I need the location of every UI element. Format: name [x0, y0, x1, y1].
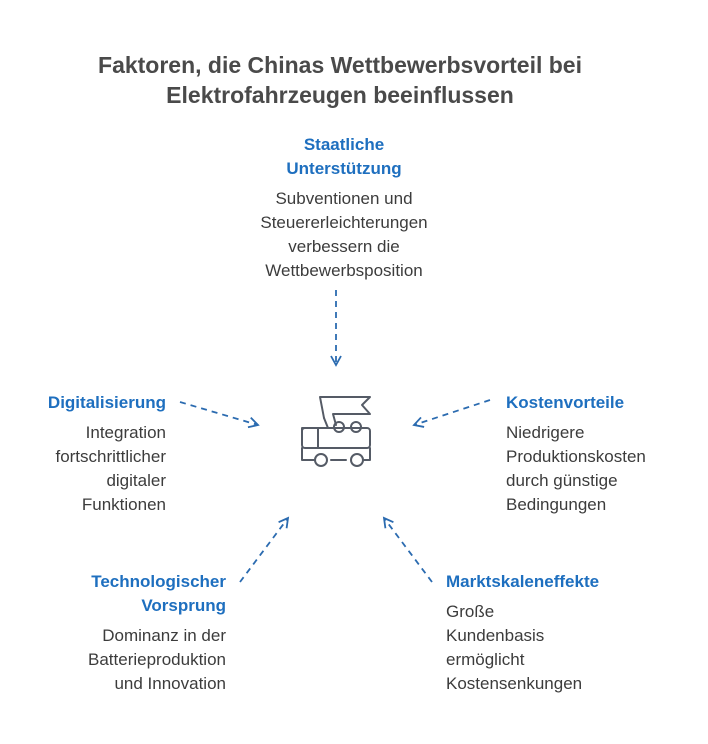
- factor-heading: Staatliche Unterstützung: [286, 135, 402, 178]
- title-line-1: Faktoren, die Chinas Wettbewerbsvorteil …: [98, 52, 582, 78]
- factor-description: Große Kundenbasis ermöglicht Kostensenku…: [446, 602, 583, 693]
- factor-technologischer-vorsprung: Technologischer Vorsprung Dominanz in de…: [30, 570, 226, 696]
- arrow-bottom-right: [382, 516, 433, 583]
- factor-heading: Marktskaleneffekte: [446, 572, 600, 591]
- factor-digitalisierung: Digitalisierung Integration fortschrittl…: [20, 391, 166, 517]
- factor-heading: Kostenvorteile: [506, 393, 625, 412]
- factor-description: Integration fortschrittlicher digitaler …: [55, 423, 166, 514]
- factor-marktskaleneffekte: Marktskaleneffekte Große Kundenbasis erm…: [446, 570, 666, 696]
- factor-heading: Technologischer Vorsprung: [91, 572, 226, 615]
- truck-icon: [301, 396, 371, 467]
- arrow-left: [179, 401, 260, 429]
- factor-heading: Digitalisierung: [47, 393, 166, 412]
- arrow-right: [412, 399, 491, 428]
- factor-staatliche-unterstuetzung: Staatliche Unterstützung Subventionen un…: [214, 133, 474, 283]
- factor-description: Niedrigere Produktionskosten durch günst…: [506, 423, 646, 514]
- diagram-title: Faktoren, die Chinas Wettbewerbsvorteil …: [60, 50, 620, 110]
- factor-kostenvorteile: Kostenvorteile Niedrigere Produktionskos…: [506, 391, 696, 517]
- arrow-bottom-left: [239, 516, 290, 583]
- factor-description: Dominanz in der Batterieproduktion und I…: [88, 626, 226, 693]
- title-line-2: Elektrofahrzeugen beeinflussen: [166, 82, 514, 108]
- factor-description: Subventionen und Steuererleichterungen v…: [260, 189, 428, 280]
